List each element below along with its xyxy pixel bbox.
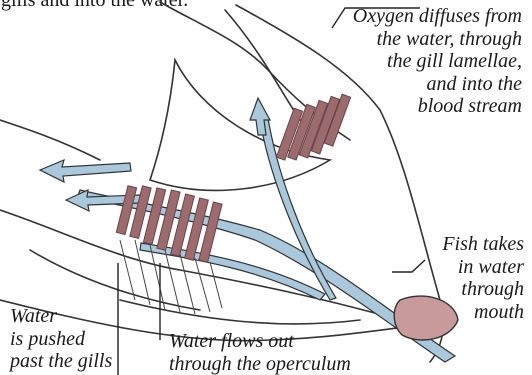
- label-fish-takes-in-water: Fish takes in water through mouth: [442, 233, 524, 323]
- throat-line: [30, 250, 200, 310]
- back-line: [0, 120, 100, 160]
- label-water-pushed: Water is pushed past the gills: [10, 305, 112, 373]
- leader-fish-takes: [392, 260, 425, 272]
- gill-arch-upper: [276, 94, 350, 160]
- outflow-arrow-upper: [40, 160, 131, 182]
- label-water-flows-out: Water flows out through the operculum: [169, 330, 351, 375]
- label-oxygen-diffuses: Oxygen diffuses from the water, through …: [353, 5, 522, 118]
- jaw-line: [120, 300, 360, 324]
